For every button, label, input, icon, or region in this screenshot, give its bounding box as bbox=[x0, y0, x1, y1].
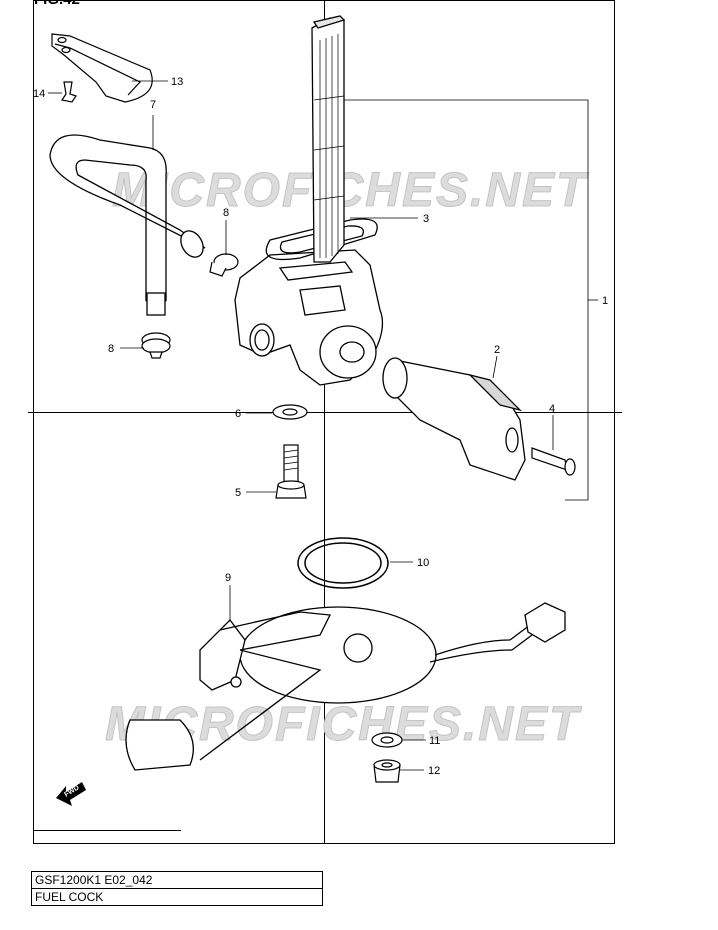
label-7: 7 bbox=[150, 99, 156, 111]
part-5-bolt bbox=[275, 444, 307, 499]
label-5: 5 bbox=[235, 487, 241, 499]
part-9-fuel-gauge bbox=[125, 602, 566, 771]
info-table: GSF1200K1 E02_042 FUEL COCK bbox=[31, 871, 323, 906]
part-3-gasket bbox=[265, 218, 378, 261]
part-11-washer bbox=[371, 732, 403, 748]
part-6-washer bbox=[272, 404, 308, 420]
label-10: 10 bbox=[417, 557, 429, 569]
part-2-lever bbox=[382, 357, 526, 481]
label-8a: 8 bbox=[223, 207, 229, 219]
leader-lines bbox=[48, 80, 598, 771]
watermark-top: MICROFICHES.NET bbox=[112, 164, 589, 217]
label-13: 13 bbox=[171, 76, 183, 88]
label-14: 14 bbox=[33, 88, 45, 100]
part-14-clip bbox=[61, 81, 77, 103]
label-4: 4 bbox=[549, 403, 555, 415]
label-12: 12 bbox=[428, 765, 440, 777]
strainer-tube bbox=[311, 15, 346, 263]
part-8-clamp-upper bbox=[209, 253, 239, 277]
part-12-nut bbox=[373, 759, 401, 783]
part-4-screw bbox=[531, 447, 576, 476]
fuel-cock-body bbox=[234, 249, 384, 386]
figure-title: FIG.42 bbox=[34, 0, 80, 8]
label-9: 9 bbox=[225, 572, 231, 584]
part-13-clamp bbox=[51, 33, 153, 103]
part-10-o-ring bbox=[297, 537, 389, 589]
diagram-name: FUEL COCK bbox=[31, 888, 323, 906]
fwd-arrow-icon: FWD bbox=[56, 782, 86, 806]
label-2: 2 bbox=[494, 344, 500, 356]
part-7-hose bbox=[49, 134, 206, 316]
label-3: 3 bbox=[423, 213, 429, 225]
label-8b: 8 bbox=[108, 343, 114, 355]
label-1: 1 bbox=[602, 295, 608, 307]
diagram-code: GSF1200K1 E02_042 bbox=[31, 871, 323, 889]
label-6: 6 bbox=[235, 408, 241, 420]
label-11: 11 bbox=[429, 735, 440, 747]
part-8-clamp-lower bbox=[141, 332, 171, 359]
